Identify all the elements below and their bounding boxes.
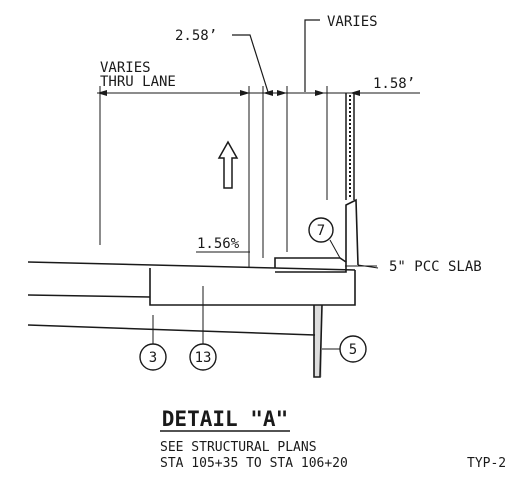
pcc-slab [274,257,356,273]
rail-post [345,93,355,200]
callout-3-label: 3 [149,350,157,366]
callout-13: 13 [189,286,217,371]
dimension-line [97,86,420,268]
sheet-code: TYP-2 [467,456,506,471]
approach-slab [149,268,356,306]
slab-label: 5" PCC SLAB [389,259,482,275]
dim-158-label: 1.58’ [373,76,415,92]
barrier [345,198,379,269]
varies-thru-label-1: VARIES [100,60,151,76]
detail-note-1: SEE STRUCTURAL PLANS [160,440,317,455]
detail-title: DETAIL "A" [162,407,288,431]
detail-note-2: STA 105+35 TO STA 106+20 [160,456,348,471]
callout-13-label: 13 [195,350,212,366]
up-arrow-icon [217,140,239,189]
callout-7-label: 7 [317,223,325,239]
varies-leader [304,19,320,92]
dim-258-leader [232,34,269,93]
dim-258-label: 2.58’ [175,28,217,44]
callout-3: 3 [139,315,167,371]
callout-7: 7 [308,217,341,259]
callout-5-label: 5 [349,342,357,358]
varies-thru-label-2: THRU LANE [100,74,176,90]
callout-5: 5 [322,335,367,363]
deck-lines [27,261,316,336]
pile [313,304,323,378]
varies-top-label: VARIES [327,14,378,30]
slope-label: 1.56% [197,236,240,252]
